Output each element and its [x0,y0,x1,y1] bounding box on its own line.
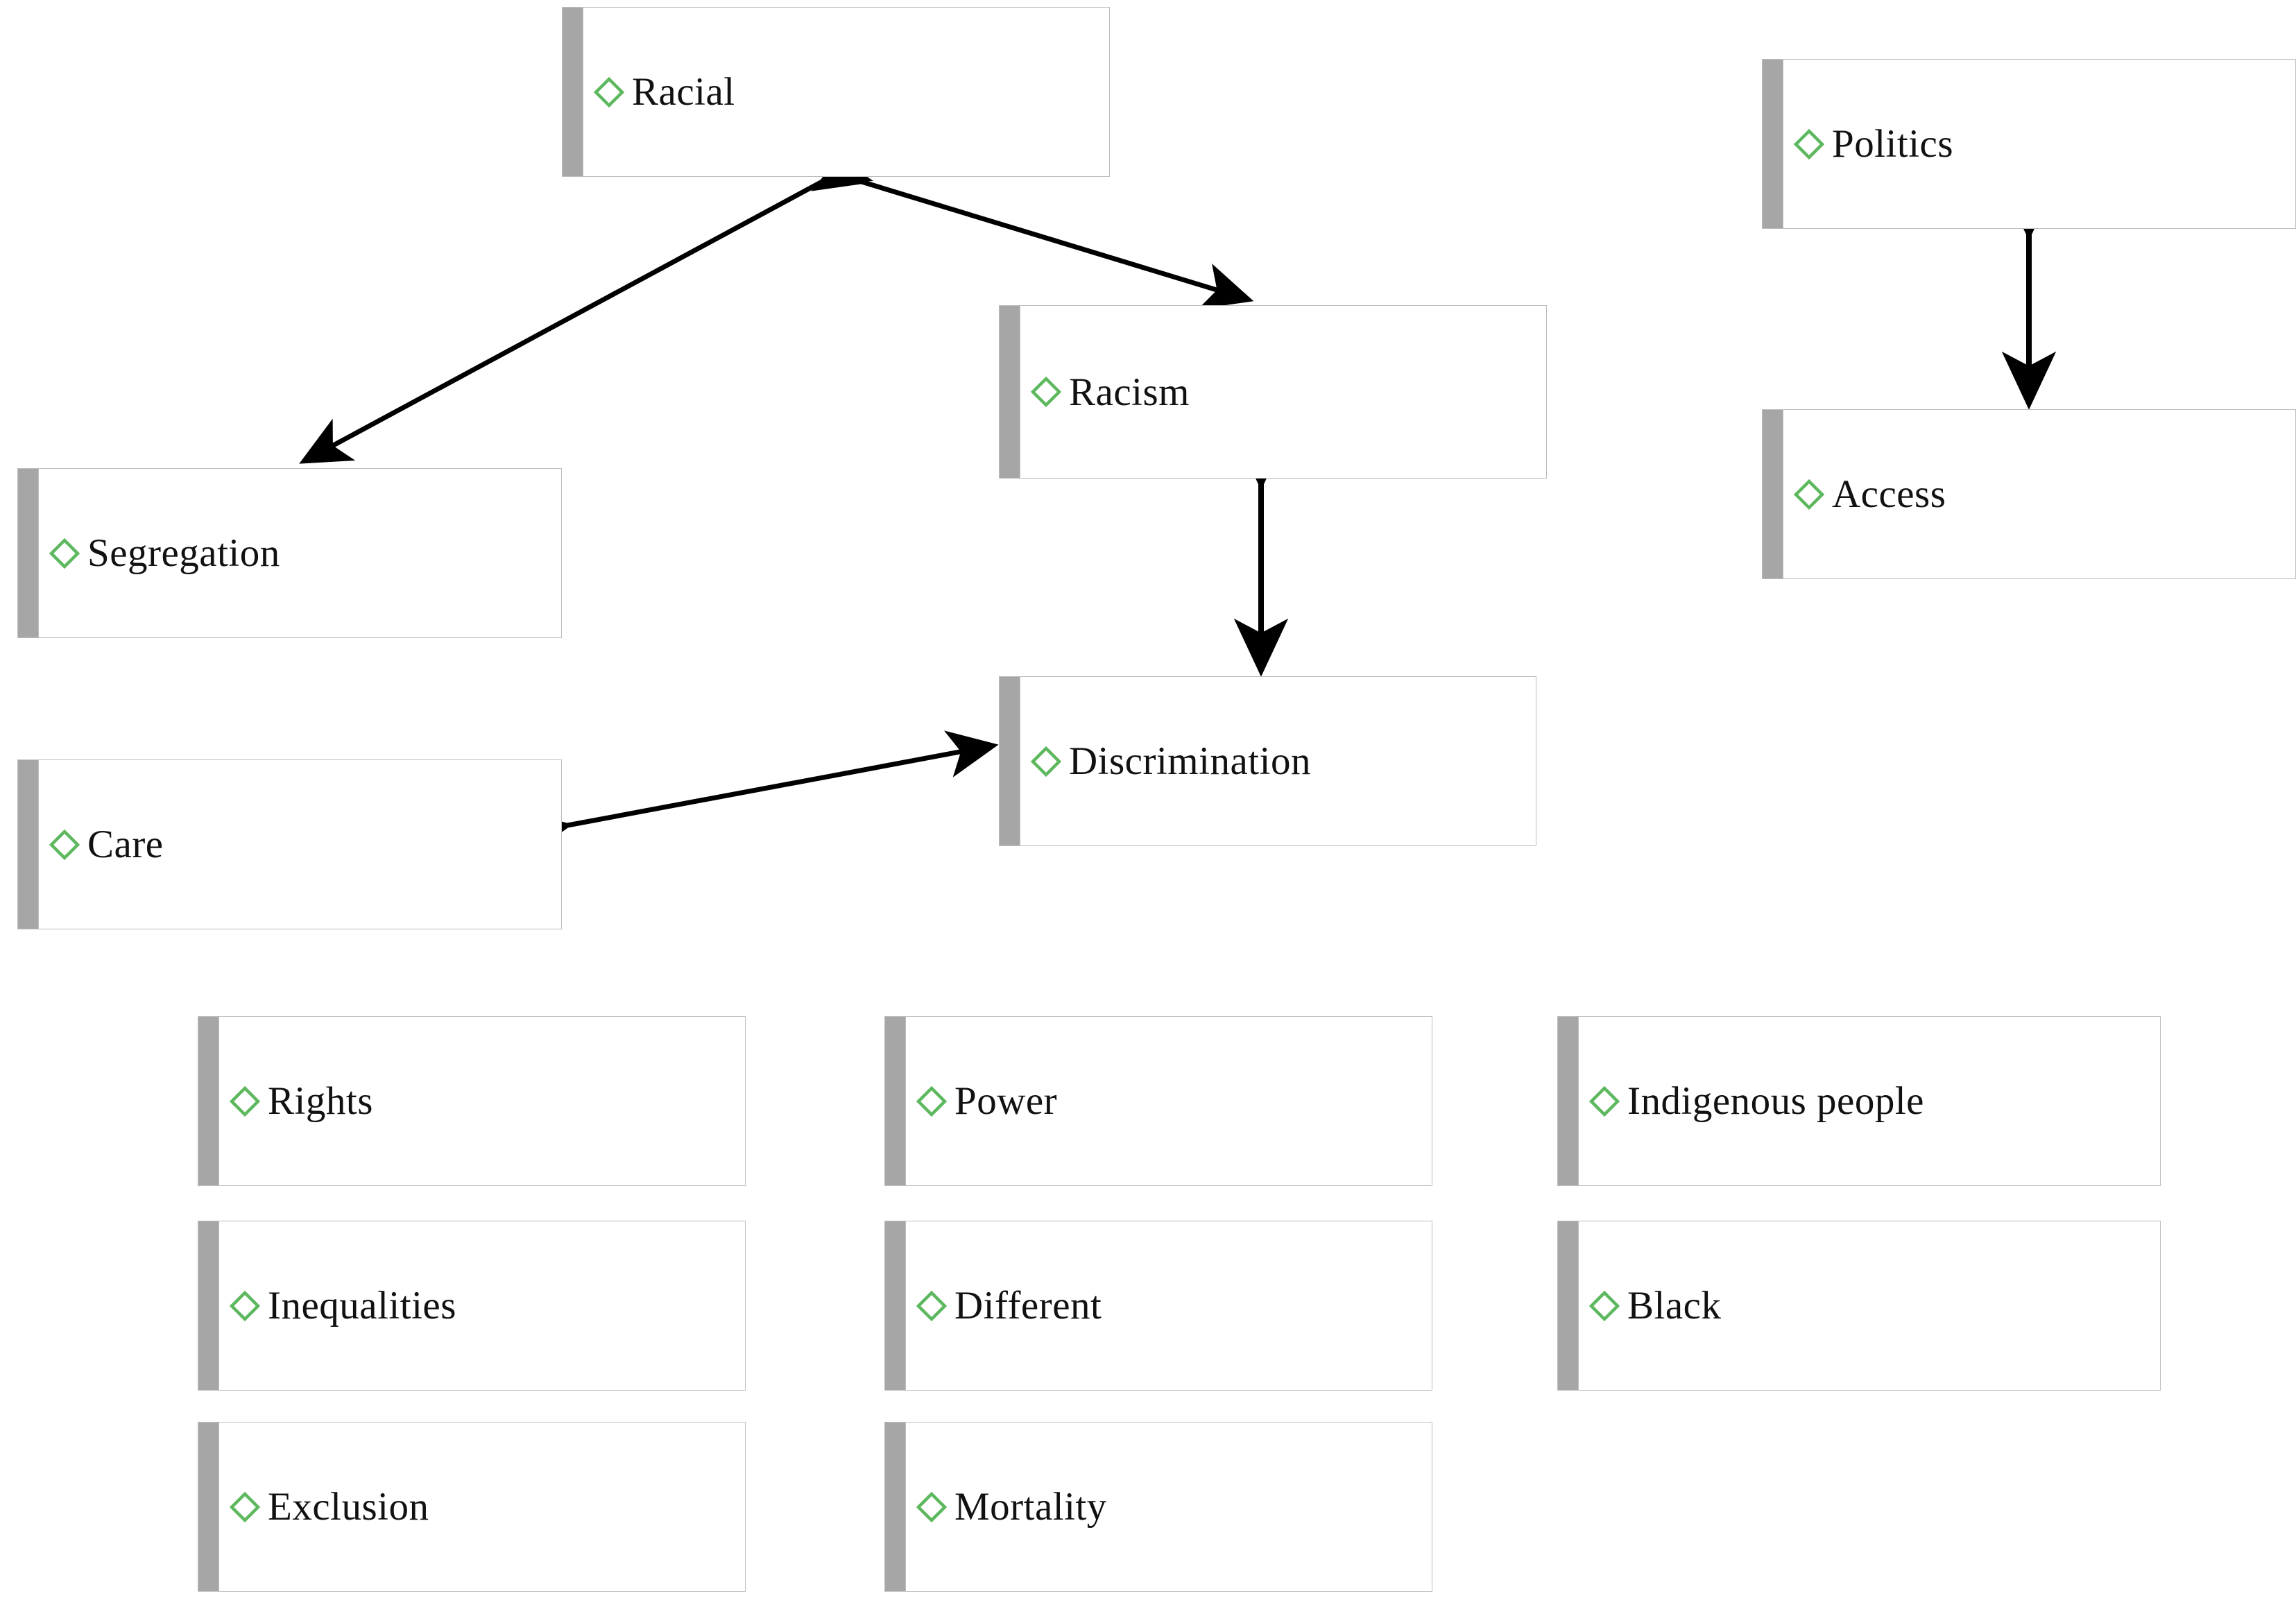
node-accent-bar [884,1221,905,1391]
diamond-icon [229,1491,261,1522]
node-exclusion[interactable]: Exclusion [198,1422,746,1592]
node-body: Racial [583,7,1110,177]
node-body: Segregation [38,468,562,638]
node-body: Exclusion [219,1422,746,1592]
node-different[interactable]: Different [884,1221,1432,1391]
node-label: Care [87,823,164,866]
diamond-icon [229,1085,261,1117]
node-accent-bar [1557,1221,1578,1391]
node-body: Different [905,1221,1432,1391]
node-accent-bar [884,1422,905,1592]
node-racism[interactable]: Racism [999,305,1547,479]
edge-racial-racism [811,146,1254,309]
node-label: Mortality [954,1485,1107,1529]
diamond-icon [916,1290,948,1321]
node-racial[interactable]: Racial [562,7,1110,177]
node-label: Access [1832,472,1946,516]
node-label: Power [954,1079,1058,1123]
node-body: Mortality [905,1422,1432,1592]
diamond-icon [1793,128,1825,160]
diamond-icon [1588,1290,1620,1321]
node-accent-bar [562,7,583,177]
node-body: Care [38,759,562,929]
edge-racial-segregation [299,139,874,464]
edge-care-discrimination [518,730,999,857]
node-segregation[interactable]: Segregation [17,468,562,638]
node-label: Discrimination [1069,739,1311,783]
node-accent-bar [1762,59,1783,229]
node-accent-bar [1557,1016,1578,1186]
node-politics[interactable]: Politics [1762,59,2296,229]
node-label: Segregation [87,531,280,575]
node-label: Exclusion [268,1485,429,1529]
node-label: Inequalities [268,1284,456,1327]
node-accent-bar [198,1422,219,1592]
diamond-icon [49,829,80,860]
node-body: Access [1783,409,2296,579]
node-body: Power [905,1016,1432,1186]
diamond-icon [229,1290,261,1321]
node-inequalities[interactable]: Inequalities [198,1221,746,1391]
node-label: Rights [268,1079,373,1123]
node-label: Different [954,1284,1102,1327]
node-body: Discrimination [1020,676,1536,846]
diamond-icon [1588,1085,1620,1117]
node-label: Racism [1069,370,1190,414]
node-access[interactable]: Access [1762,409,2296,579]
node-accent-bar [884,1016,905,1186]
diamond-icon [916,1491,948,1522]
node-discrimination[interactable]: Discrimination [999,676,1536,846]
node-body: Black [1578,1221,2161,1391]
node-body: Rights [219,1016,746,1186]
node-body: Racism [1020,305,1547,479]
node-accent-bar [198,1221,219,1391]
node-accent-bar [198,1016,219,1186]
node-accent-bar [17,759,38,929]
node-accent-bar [1762,409,1783,579]
node-black[interactable]: Black [1557,1221,2161,1391]
node-care[interactable]: Care [17,759,562,929]
node-rights[interactable]: Rights [198,1016,746,1186]
node-accent-bar [999,305,1020,479]
diamond-icon [1030,376,1062,408]
node-body: Inequalities [219,1221,746,1391]
diamond-icon [1793,479,1825,510]
node-mortality[interactable]: Mortality [884,1422,1432,1592]
node-label: Racial [632,70,735,114]
node-label: Black [1627,1284,1722,1327]
diamond-icon [1030,746,1062,777]
node-power[interactable]: Power [884,1016,1432,1186]
node-body: Politics [1783,59,2296,229]
diamond-icon [916,1085,948,1117]
node-indigenous-people[interactable]: Indigenous people [1557,1016,2161,1186]
node-accent-bar [999,676,1020,846]
node-accent-bar [17,468,38,638]
diamond-icon [593,76,625,108]
node-body: Indigenous people [1578,1016,2161,1186]
node-label: Politics [1832,122,1954,166]
node-label: Indigenous people [1627,1079,1924,1123]
diamond-icon [49,538,80,569]
